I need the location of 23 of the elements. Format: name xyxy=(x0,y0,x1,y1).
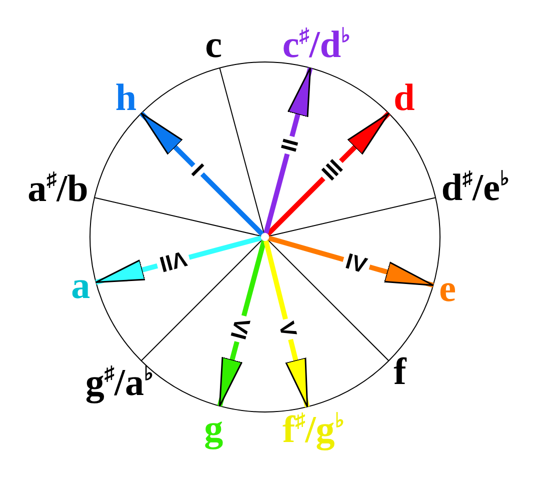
arrow xyxy=(264,67,313,234)
note-label: e xyxy=(437,270,458,308)
note-label: a xyxy=(69,267,92,306)
radial-line xyxy=(140,239,263,362)
note-label: f$^{♯}$/g$^{♭}$ xyxy=(280,410,346,449)
arrow xyxy=(217,240,266,407)
note-label: c xyxy=(203,26,224,64)
note-label: d$^{♯}$/e$^{♭}$ xyxy=(439,169,511,208)
note-label: g$^{♯}$/a$^{♭}$ xyxy=(83,364,155,402)
radial-line xyxy=(267,239,390,362)
arrow xyxy=(266,111,391,236)
note-label: f xyxy=(392,353,408,392)
arrow xyxy=(264,240,310,408)
note-label: d xyxy=(392,78,417,117)
radial-line xyxy=(219,67,264,234)
radial-line xyxy=(268,197,436,237)
note-label: c$^{♯}$/d$^{♭}$ xyxy=(280,26,352,64)
note-label: a$^{♯}$/b xyxy=(26,170,90,208)
note-label: h xyxy=(113,78,139,117)
note-label: g xyxy=(202,410,226,448)
arrow xyxy=(139,111,264,236)
radial-line xyxy=(94,197,262,237)
arrow xyxy=(268,236,434,288)
